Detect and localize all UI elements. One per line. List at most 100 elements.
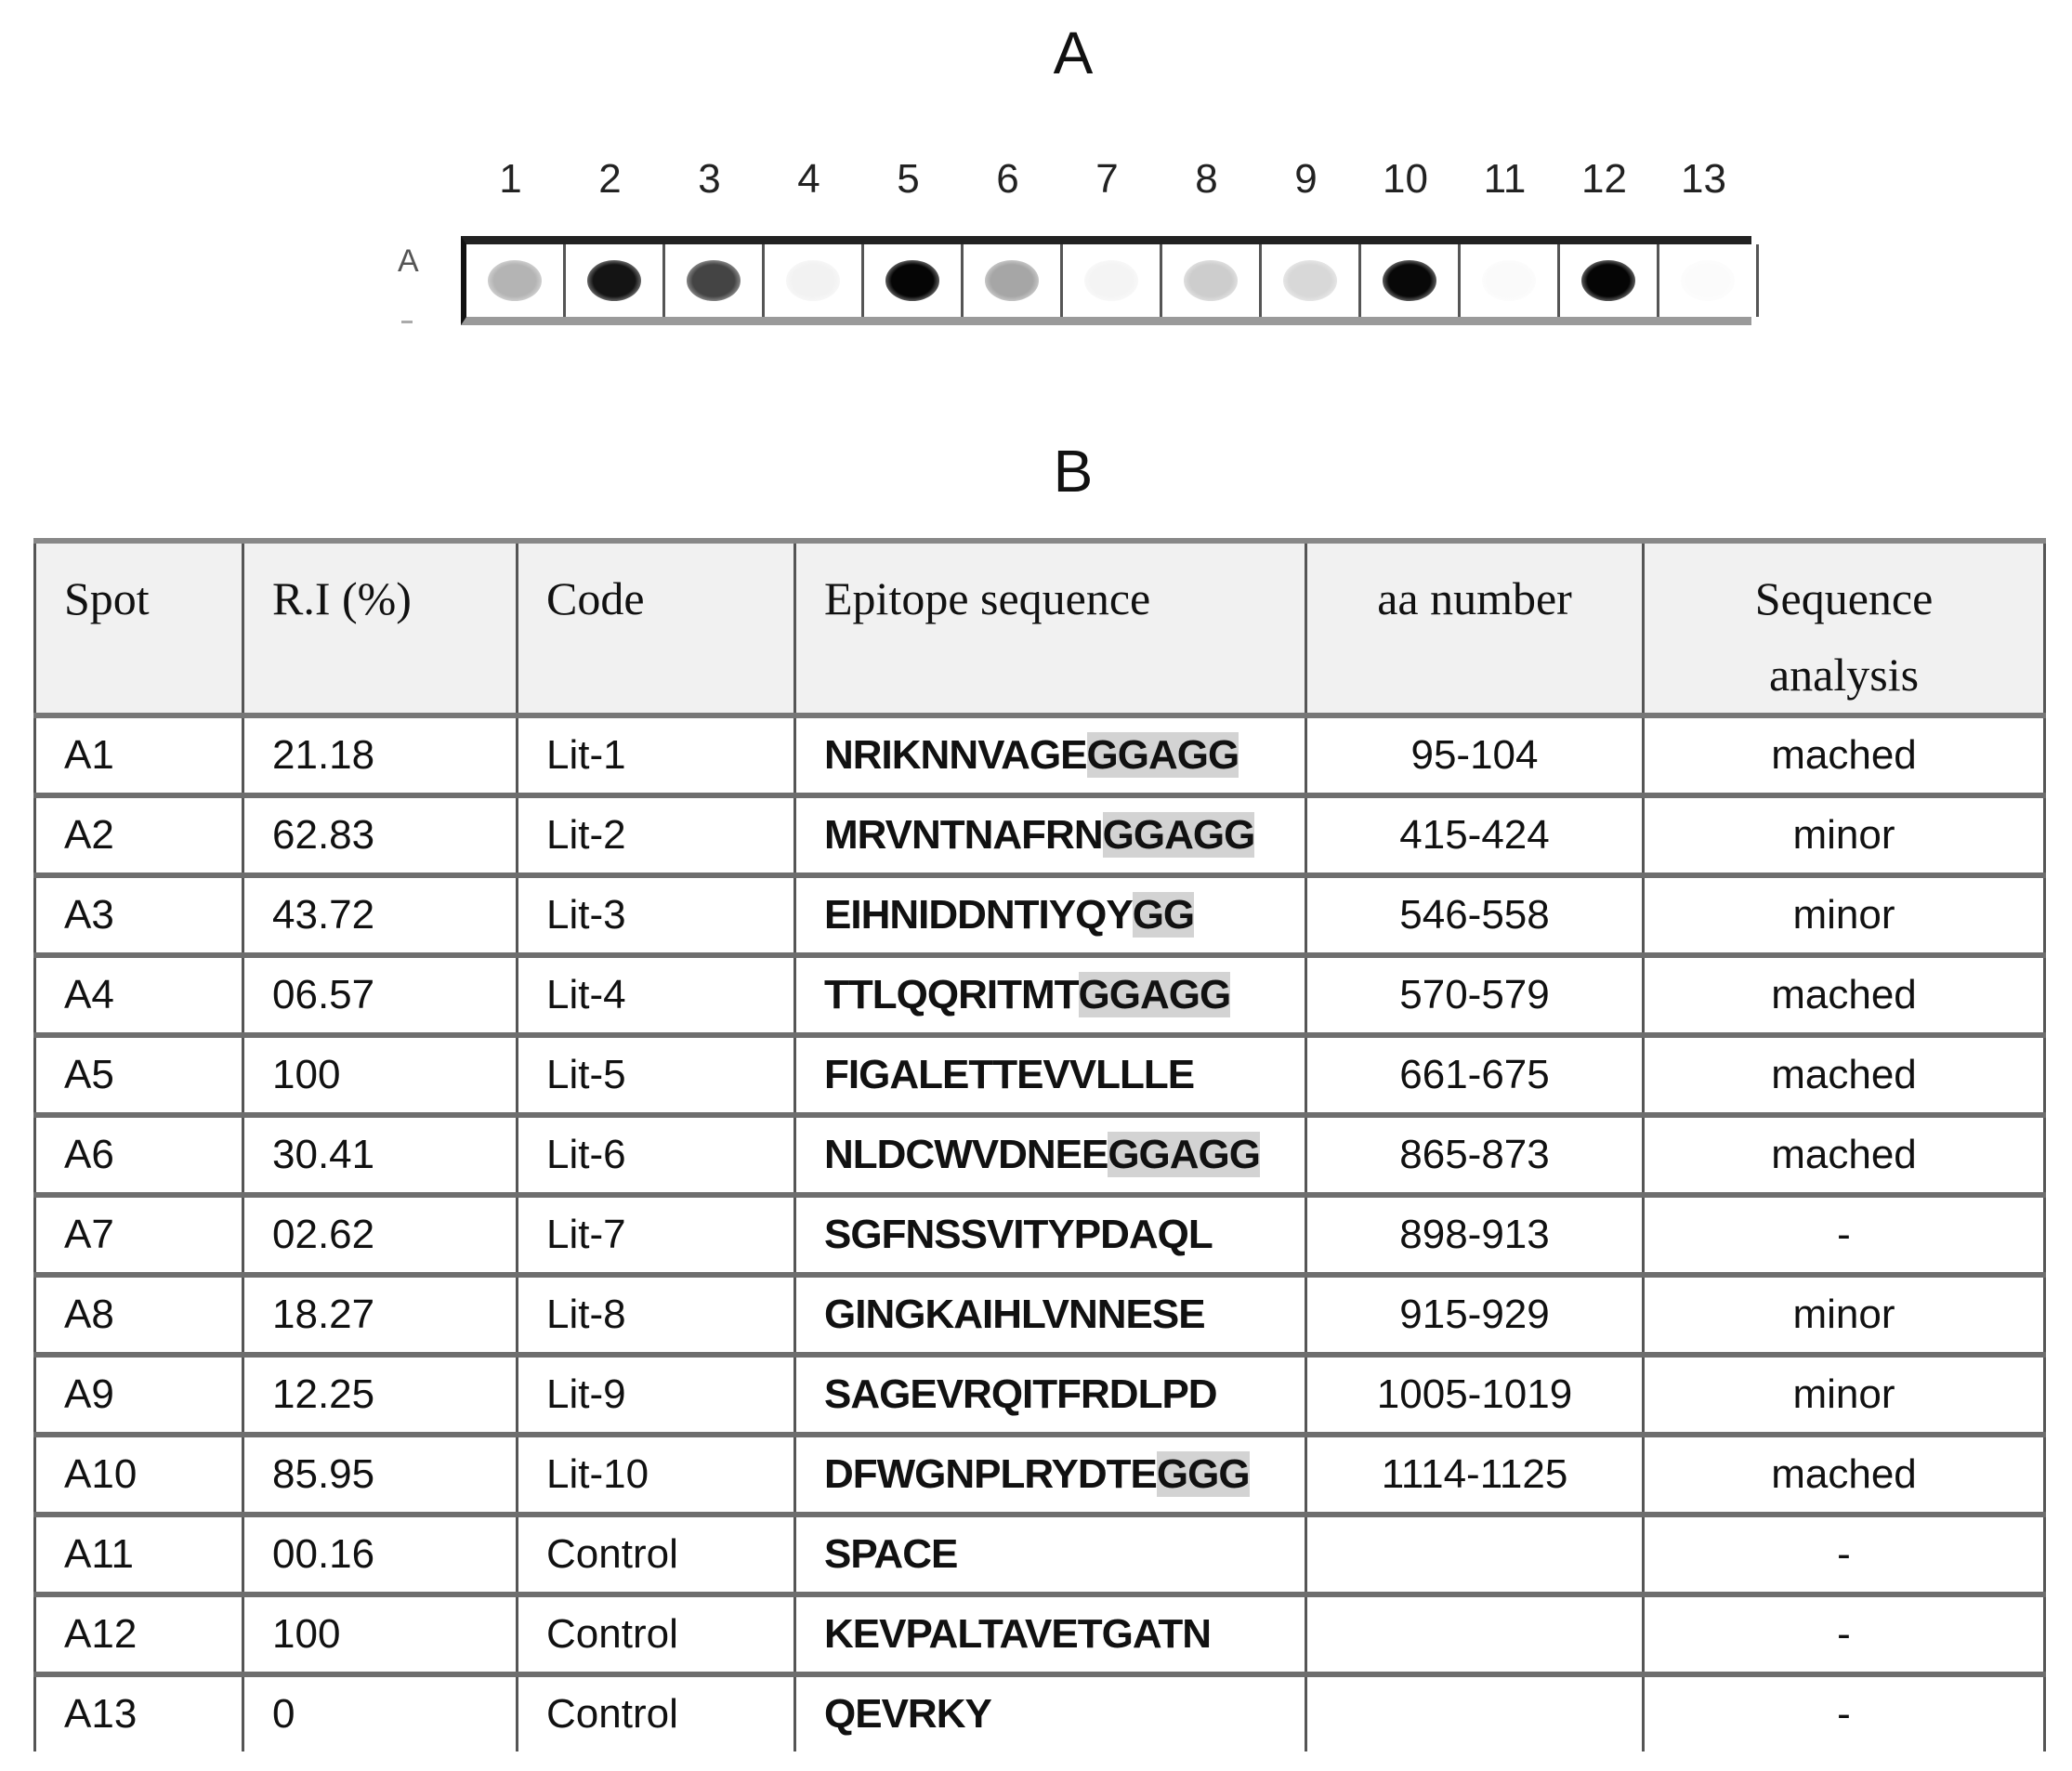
cell-sequence-analysis: minor — [1642, 1355, 2046, 1437]
cell-spot: A2 — [33, 795, 244, 878]
blot-cell — [665, 244, 765, 317]
lane-number: 7 — [1095, 156, 1119, 202]
cell-sequence-analysis: minor — [1642, 795, 2046, 878]
cell-aa-number: 661-675 — [1305, 1035, 1645, 1118]
blot-spot — [1581, 260, 1635, 301]
cell-ri: 100 — [242, 1594, 518, 1677]
lane-number-row: 1 2 3 4 5 6 7 8 9 10 11 12 13 — [461, 156, 1751, 212]
cell-code: Lit-9 — [516, 1355, 796, 1437]
blot-row-label: A — [398, 243, 419, 279]
cell-aa-number: 415-424 — [1305, 795, 1645, 878]
cell-code: Lit-3 — [516, 875, 796, 958]
cell-ri: 21.18 — [242, 715, 518, 798]
cell-epitope-sequence: EIHNIDDNTIYQYGG — [793, 875, 1307, 958]
cell-ri: 62.83 — [242, 795, 518, 878]
cell-sequence-analysis: mached — [1642, 1035, 2046, 1118]
cell-epitope-sequence: MRVNTNAFRNGGAGG — [793, 795, 1307, 878]
cell-epitope-sequence: DFWGNPLRYDTEGGG — [793, 1435, 1307, 1517]
cell-spot: A12 — [33, 1594, 244, 1677]
blot-cell — [466, 244, 566, 317]
cell-aa-number: 898-913 — [1305, 1195, 1645, 1278]
blot-cell — [964, 244, 1063, 317]
cell-ri: 43.72 — [242, 875, 518, 958]
lane-number: 2 — [598, 156, 622, 202]
blot-cell — [1560, 244, 1659, 317]
cell-sequence-analysis: - — [1642, 1515, 2046, 1597]
blot-cell — [765, 244, 864, 317]
cell-aa-number — [1305, 1594, 1645, 1677]
header-code: Code — [516, 538, 796, 718]
blot-spot — [1681, 260, 1735, 301]
sequence-plain: SPACE — [824, 1531, 958, 1577]
cell-ri: 0 — [242, 1674, 518, 1751]
blot-cell — [1162, 244, 1262, 317]
header-spot: Spot — [33, 538, 244, 718]
sequence-plain: SAGEVRQITFRDLPD — [824, 1371, 1218, 1417]
sequence-plain: QEVRKY — [824, 1691, 992, 1737]
lane-number: 4 — [797, 156, 820, 202]
sequence-highlight: GGAGG — [1108, 1132, 1261, 1177]
blot-cell — [1361, 244, 1461, 317]
sequence-plain: GINGKAIHLVNNESE — [824, 1292, 1206, 1337]
cell-ri: 12.25 — [242, 1355, 518, 1437]
cell-aa-number: 570-579 — [1305, 955, 1645, 1038]
cell-code: Lit-5 — [516, 1035, 796, 1118]
blot-spot — [1283, 260, 1337, 301]
sequence-highlight: GGAGG — [1086, 732, 1239, 778]
cell-ri: 18.27 — [242, 1275, 518, 1358]
cell-epitope-sequence: NRIKNNVAGEGGAGG — [793, 715, 1307, 798]
cell-code: Control — [516, 1674, 796, 1751]
table-header-row: Spot R.I (%) Code Epitope sequence aa nu… — [33, 538, 2046, 718]
cell-code: Lit-8 — [516, 1275, 796, 1358]
lane-number: 5 — [897, 156, 920, 202]
cell-spot: A10 — [33, 1435, 244, 1517]
blot-spot — [786, 260, 840, 301]
cell-aa-number: 1005-1019 — [1305, 1355, 1645, 1437]
cell-spot: A11 — [33, 1515, 244, 1597]
sequence-plain: MRVNTNAFRN — [824, 812, 1104, 858]
blot-spot — [1084, 260, 1138, 301]
blot-spot — [1383, 260, 1436, 301]
cell-spot: A4 — [33, 955, 244, 1038]
sequence-plain: NRIKNNVAGE — [824, 732, 1088, 778]
cell-code: Lit-2 — [516, 795, 796, 878]
cell-code: Control — [516, 1594, 796, 1677]
blot-row-tick — [401, 321, 413, 323]
cell-spot: A9 — [33, 1355, 244, 1437]
cell-aa-number: 1114-1125 — [1305, 1435, 1645, 1517]
cell-ri: 00.16 — [242, 1515, 518, 1597]
blot-spot — [587, 260, 641, 301]
header-analysis-line1: Sequence — [1754, 572, 1934, 624]
cell-sequence-analysis: mached — [1642, 1115, 2046, 1198]
lane-number: 3 — [698, 156, 721, 202]
dot-blot-strip — [461, 236, 1759, 325]
blot-spot — [985, 260, 1039, 301]
panel-a-title: A — [1053, 20, 1094, 86]
lane-number: 13 — [1681, 156, 1726, 202]
cell-sequence-analysis: mached — [1642, 715, 2046, 798]
blot-spot — [687, 260, 741, 301]
lane-number: 6 — [996, 156, 1019, 202]
cell-epitope-sequence: NLDCWVDNEEGGAGG — [793, 1115, 1307, 1198]
header-ri: R.I (%) — [242, 538, 518, 718]
header-sequence-analysis: Sequence analysis — [1642, 538, 2046, 718]
cell-sequence-analysis: - — [1642, 1594, 2046, 1677]
blot-spot — [885, 260, 939, 301]
cell-sequence-analysis: mached — [1642, 1435, 2046, 1517]
cell-code: Lit-6 — [516, 1115, 796, 1198]
sequence-plain: FIGALETTEVVLLLE — [824, 1052, 1195, 1097]
cell-ri: 100 — [242, 1035, 518, 1118]
sequence-highlight: GGAGG — [1078, 972, 1231, 1017]
cell-epitope-sequence: SAGEVRQITFRDLPD — [793, 1355, 1307, 1437]
